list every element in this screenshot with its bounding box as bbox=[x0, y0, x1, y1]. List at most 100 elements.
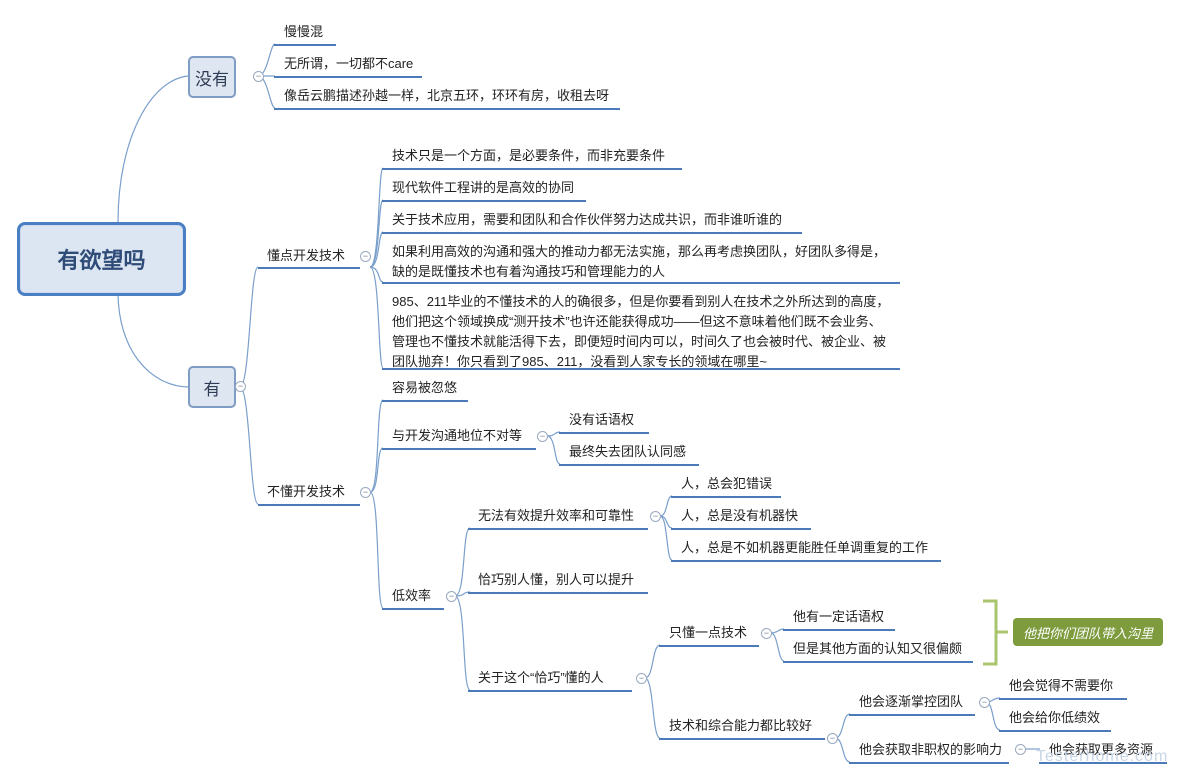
topic-underline bbox=[382, 368, 900, 370]
topic-underline bbox=[258, 267, 360, 269]
topic-little-tech-2[interactable]: 但是其他方面的认知又很偏颇 bbox=[793, 639, 962, 659]
topic-text: 像岳云鹏描述孙越一样，北京五环，环环有房，收租去呀 bbox=[284, 88, 610, 103]
topic-underline bbox=[999, 698, 1127, 700]
topic-no-1[interactable]: 慢慢混 bbox=[284, 22, 323, 42]
topic-underline bbox=[382, 608, 444, 610]
topic-underline bbox=[258, 504, 360, 506]
root-label: 有欲望吗 bbox=[57, 248, 146, 273]
topic-about-people[interactable]: 关于这个“恰巧”懂的人 bbox=[478, 668, 604, 688]
topic-no-3[interactable]: 像岳云鹏描述孙越一样，北京五环，环环有房，收租去呀 bbox=[284, 86, 609, 106]
topic-cannot-improve-2[interactable]: 人，总是没有机器快 bbox=[681, 506, 798, 526]
topic-little-tech[interactable]: 只懂一点技术 bbox=[669, 623, 747, 643]
topic-text: 人，总是没有机器快 bbox=[681, 508, 799, 523]
topic-text: 现代软件工程讲的是高效的协同 bbox=[392, 180, 575, 195]
topic-text: 无法有效提升效率和可靠性 bbox=[478, 508, 635, 523]
topic-underline bbox=[1039, 762, 1167, 764]
topic-understand[interactable]: 懂点开发技术 bbox=[267, 246, 345, 266]
topic-text: 如果利用高效的沟通和强大的推动力都无法实施，那么再考虑换团队，好团队多得是，缺的… bbox=[392, 244, 887, 279]
topic-text: 不懂开发技术 bbox=[267, 484, 346, 499]
topic-cannot-improve[interactable]: 无法有效提升效率和可靠性 bbox=[478, 506, 634, 526]
topic-ignored[interactable]: 容易被忽悠 bbox=[392, 378, 457, 398]
topic-text: 关于这个“恰巧”懂的人 bbox=[478, 670, 604, 685]
topic-understand-3[interactable]: 关于技术应用，需要和团队和合作伙伴努力达成共识，而非谁听谁的 bbox=[392, 210, 782, 230]
branch-no[interactable]: 没有 bbox=[188, 56, 236, 98]
topic-underline bbox=[783, 661, 973, 663]
topic-underline bbox=[849, 714, 975, 716]
topic-underline bbox=[382, 200, 586, 202]
topic-text: 只懂一点技术 bbox=[669, 625, 748, 640]
branch-yes[interactable]: 有 bbox=[188, 366, 236, 408]
topic-cannot-improve-3[interactable]: 人，总是不如机器更能胜任单调重复的工作 bbox=[681, 538, 928, 558]
topic-text: 最终失去团队认同感 bbox=[569, 444, 687, 459]
topic-text: 慢慢混 bbox=[284, 24, 324, 39]
topic-text: 985、211毕业的不懂技术的人的确很多，但是你要看到别人在技术之外所达到的高度… bbox=[392, 294, 890, 369]
topic-underline bbox=[659, 738, 825, 740]
topic-text: 没有话语权 bbox=[569, 412, 635, 427]
topic-influence-1[interactable]: 他会获取更多资源 bbox=[1049, 740, 1153, 760]
topic-underline bbox=[659, 645, 759, 647]
collapse-toggle[interactable]: − bbox=[650, 511, 661, 522]
topic-understand-4[interactable]: 如果利用高效的沟通和强大的推动力都无法实施，那么再考虑换团队，好团队多得是，缺的… bbox=[392, 242, 892, 282]
topic-underline bbox=[382, 400, 468, 402]
topic-strong[interactable]: 技术和综合能力都比较好 bbox=[669, 716, 812, 736]
summary-callout[interactable]: 他把你们团队带入沟里 bbox=[1013, 618, 1163, 646]
topic-text: 他会逐渐掌控团队 bbox=[859, 694, 964, 709]
topic-text: 无所谓，一切都不care bbox=[284, 56, 414, 71]
collapse-toggle[interactable]: − bbox=[979, 697, 990, 708]
topic-understand-2[interactable]: 现代软件工程讲的是高效的协同 bbox=[392, 178, 574, 198]
collapse-toggle[interactable]: − bbox=[360, 487, 371, 498]
collapse-toggle[interactable]: − bbox=[253, 71, 264, 82]
topic-text: 人，总会犯错误 bbox=[681, 476, 773, 491]
topic-cannot-improve-1[interactable]: 人，总会犯错误 bbox=[681, 474, 772, 494]
collapse-toggle[interactable]: − bbox=[636, 673, 647, 684]
collapse-toggle[interactable]: − bbox=[827, 733, 838, 744]
topic-underline bbox=[999, 730, 1111, 732]
topic-control-2[interactable]: 他会给你低绩效 bbox=[1009, 708, 1100, 728]
topic-understand-5[interactable]: 985、211毕业的不懂技术的人的确很多，但是你要看到别人在技术之外所达到的高度… bbox=[392, 292, 892, 372]
topic-underline bbox=[559, 432, 649, 434]
topic-text: 容易被忽悠 bbox=[392, 380, 458, 395]
topic-text: 技术和综合能力都比较好 bbox=[669, 718, 813, 733]
topic-text: 与开发沟通地位不对等 bbox=[392, 428, 523, 443]
topic-not-understand[interactable]: 不懂开发技术 bbox=[267, 482, 345, 502]
root-topic[interactable]: 有欲望吗 bbox=[17, 222, 186, 296]
topic-unequal-2[interactable]: 最终失去团队认同感 bbox=[569, 442, 686, 462]
collapse-toggle[interactable]: − bbox=[1015, 744, 1026, 755]
topic-underline bbox=[671, 528, 811, 530]
topic-little-tech-1[interactable]: 他有一定话语权 bbox=[793, 607, 884, 627]
topic-text: 他有一定话语权 bbox=[793, 609, 885, 624]
topic-control-1[interactable]: 他会觉得不需要你 bbox=[1009, 676, 1113, 696]
topic-control[interactable]: 他会逐渐掌控团队 bbox=[859, 692, 963, 712]
collapse-toggle[interactable]: − bbox=[446, 591, 457, 602]
callout-text: 他把你们团队带入沟里 bbox=[1022, 625, 1153, 641]
topic-understand-1[interactable]: 技术只是一个方面，是必要条件，而非充要条件 bbox=[392, 146, 665, 166]
topic-no-2[interactable]: 无所谓，一切都不care bbox=[284, 54, 413, 74]
topic-underline bbox=[468, 592, 648, 594]
branch-no-label: 没有 bbox=[195, 69, 229, 89]
topic-underline bbox=[382, 232, 802, 234]
topic-underline bbox=[849, 762, 1009, 764]
topic-low-efficiency[interactable]: 低效率 bbox=[392, 586, 431, 606]
branch-yes-label: 有 bbox=[203, 379, 221, 399]
collapse-toggle[interactable]: − bbox=[537, 431, 548, 442]
topic-underline bbox=[382, 282, 900, 284]
topic-unequal-1[interactable]: 没有话语权 bbox=[569, 410, 634, 430]
topic-text: 懂点开发技术 bbox=[267, 248, 346, 263]
topic-underline bbox=[274, 44, 336, 46]
topic-underline bbox=[382, 448, 536, 450]
collapse-toggle[interactable]: − bbox=[360, 251, 371, 262]
topic-influence[interactable]: 他会获取非职权的影响力 bbox=[859, 740, 1002, 760]
topic-unequal[interactable]: 与开发沟通地位不对等 bbox=[392, 426, 522, 446]
topic-text: 他会觉得不需要你 bbox=[1009, 678, 1114, 693]
topic-underline bbox=[274, 108, 620, 110]
topic-lucky[interactable]: 恰巧别人懂，别人可以提升 bbox=[478, 570, 634, 590]
topic-text: 他会获取更多资源 bbox=[1049, 742, 1154, 757]
watermark: Testerhome.com bbox=[1036, 748, 1169, 765]
topic-text: 但是其他方面的认知又很偏颇 bbox=[793, 641, 963, 656]
topic-underline bbox=[559, 464, 699, 466]
collapse-toggle[interactable]: − bbox=[235, 381, 246, 392]
topic-underline bbox=[671, 496, 781, 498]
topic-text: 低效率 bbox=[392, 588, 432, 603]
collapse-toggle[interactable]: − bbox=[761, 628, 772, 639]
topic-underline bbox=[274, 76, 422, 78]
